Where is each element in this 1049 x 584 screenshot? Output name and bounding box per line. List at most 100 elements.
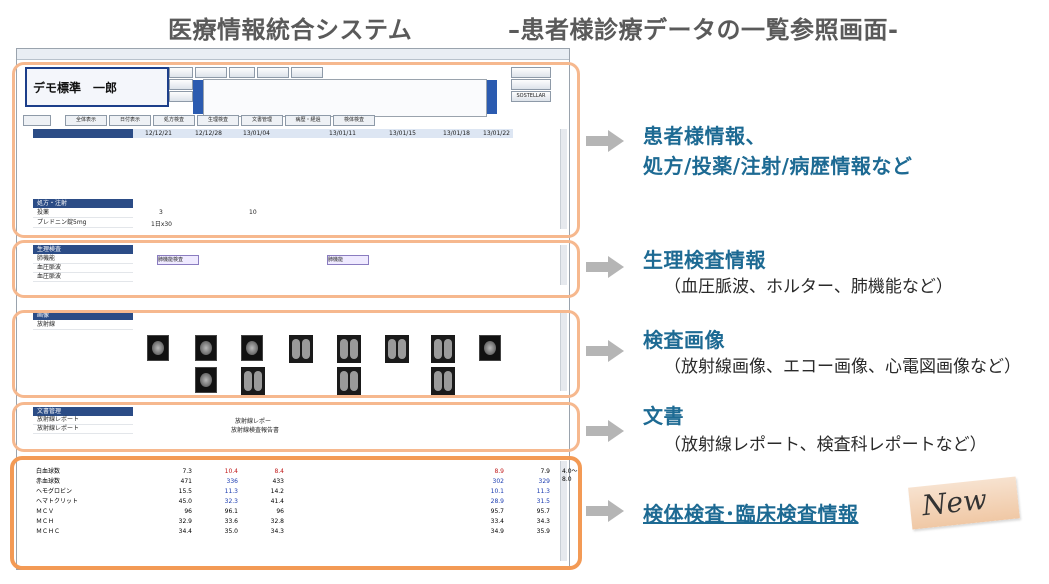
lab-value: 32.8: [270, 518, 284, 525]
new-badge: New: [908, 476, 1020, 530]
lab-value: 45.0: [178, 498, 192, 505]
lab-name: ヘモグロビン: [36, 488, 73, 495]
tab-history[interactable]: 病歴・経過: [285, 115, 331, 126]
doc-item[interactable]: 放射線レポー: [235, 418, 272, 425]
callout-lab-title[interactable]: 検体検査･臨床検査情報: [643, 502, 859, 526]
timeline-overview[interactable]: [203, 79, 487, 117]
timeline-next-arrow[interactable]: [487, 80, 497, 114]
tab-physio[interactable]: 生理検査: [197, 115, 239, 126]
toolbar-button[interactable]: [169, 67, 193, 78]
date-col: 13/01/11: [329, 130, 356, 137]
lab-value: 34.9: [490, 528, 504, 535]
callout-documents-title: 文書: [643, 404, 684, 428]
toolbar-button[interactable]: [511, 79, 551, 90]
rx-value: 3: [159, 209, 163, 216]
documents-header: 文書管理: [33, 407, 133, 416]
toolbar-button[interactable]: [169, 91, 193, 102]
date-col: 13/01/15: [389, 130, 416, 137]
physio-tag[interactable]: 肺機能検査: [157, 255, 199, 265]
xray-thumbnail[interactable]: [337, 335, 361, 363]
arrow-icon: [586, 256, 624, 278]
doc-row[interactable]: 放射線レポート: [33, 416, 133, 425]
xray-thumbnail[interactable]: [385, 335, 409, 363]
tab-date[interactable]: 日付表示: [109, 115, 151, 126]
tab-specimen[interactable]: 検体検査: [333, 115, 375, 126]
image-thumbnail[interactable]: [195, 367, 217, 393]
highlight-images: [12, 310, 580, 398]
tab-rx[interactable]: 処方検査: [153, 115, 195, 126]
doc-row[interactable]: 放射線レポート: [33, 425, 133, 434]
lab-value: 96: [276, 508, 284, 515]
lab-row: ヘマトクリット 45.0 32.3 41.4 28.9 31.5: [32, 498, 552, 506]
patient-name: デモ標準 一郎: [33, 81, 118, 95]
xray-thumbnail[interactable]: [241, 367, 265, 395]
lab-value: 33.6: [224, 518, 238, 525]
lab-value: 33.4: [490, 518, 504, 525]
lab-value: 8.9: [494, 468, 504, 475]
lab-value: 34.4: [178, 528, 192, 535]
system-title: 医療情報統合システム: [168, 16, 413, 44]
lab-ref: 4.0〜8.0: [562, 468, 578, 483]
toolbar-button[interactable]: [229, 67, 255, 78]
image-thumbnail[interactable]: [147, 335, 169, 361]
lab-name: ＭＣＨ: [36, 518, 55, 525]
physio-tag[interactable]: 肺機能: [327, 255, 369, 265]
toolbar-button[interactable]: [169, 79, 193, 90]
sostellar-button[interactable]: SOSTELLAR: [511, 91, 551, 102]
lab-name: ＭＣＶ: [36, 508, 55, 515]
date-col: 13/01/18: [443, 130, 470, 137]
timeline-prev-arrow[interactable]: [193, 80, 203, 114]
tab-all[interactable]: 全体表示: [65, 115, 107, 126]
xray-thumbnail[interactable]: [431, 367, 455, 395]
lab-row: ＭＣＨ 32.9 33.6 32.8 33.4 34.3: [32, 518, 552, 526]
scrollbar[interactable]: [560, 311, 567, 391]
lab-value: 7.9: [540, 468, 550, 475]
lab-value: 35.9: [536, 528, 550, 535]
date-header: 12/12/21 12/12/28 13/01/04 13/01/11 13/0…: [133, 129, 513, 138]
app-titlebar: [17, 49, 569, 60]
lab-name: ヘマトクリット: [36, 498, 79, 505]
highlight-lab: [10, 456, 582, 570]
xray-thumbnail[interactable]: [289, 335, 313, 363]
screen-title: –患者様診療データの一覧参照画面-: [508, 16, 899, 44]
lab-value: 433: [272, 478, 284, 485]
xray-thumbnail[interactable]: [337, 367, 361, 395]
new-badge-label: New: [920, 482, 989, 523]
lab-row: 白血球数 7.3 10.4 8.4 8.9 7.9 4.0〜8.0: [32, 468, 578, 483]
toolbar-button[interactable]: [291, 67, 323, 78]
doc-item[interactable]: 放射線検査報告書: [231, 427, 280, 434]
lab-value: 34.3: [270, 528, 284, 535]
patient-card: デモ標準 一郎: [25, 67, 169, 107]
tab-0[interactable]: [23, 115, 51, 126]
scrollbar[interactable]: [560, 129, 567, 229]
rx-row: 投薬: [33, 209, 133, 218]
scrollbar[interactable]: [560, 461, 567, 561]
lab-value: 95.7: [490, 508, 504, 515]
lab-value: 96: [184, 508, 192, 515]
lab-value: 31.5: [536, 498, 550, 505]
toolbar-button[interactable]: [195, 67, 227, 78]
lab-value: 302: [492, 478, 504, 485]
lab-value: 41.4: [270, 498, 284, 505]
lab-value: 11.3: [224, 488, 238, 495]
toolbar-button[interactable]: [257, 67, 289, 78]
scrollbar[interactable]: [560, 245, 567, 285]
physiology-header: 生理検査: [33, 245, 133, 254]
lab-name: ＭＣＨＣ: [36, 528, 61, 535]
lab-value: 95.7: [536, 508, 550, 515]
toolbar-button[interactable]: [511, 67, 551, 78]
lab-value: 8.4: [274, 468, 284, 475]
physio-row: 血圧脈波: [33, 264, 133, 273]
image-thumbnail[interactable]: [479, 335, 501, 361]
lab-value: 14.2: [270, 488, 284, 495]
tab-docs[interactable]: 文書管理: [241, 115, 283, 126]
lab-value: 336: [226, 478, 238, 485]
rx-row: プレドニン錠5mg: [33, 219, 133, 228]
image-thumbnail[interactable]: [195, 335, 217, 361]
xray-thumbnail[interactable]: [431, 335, 455, 363]
date-col: 13/01/22: [483, 130, 510, 137]
lab-value: 32.9: [178, 518, 192, 525]
app-window: デモ標準 一郎 SOSTELLAR 全体表示 日付表示 処方検査 生理検査 文書…: [16, 48, 570, 570]
image-row: 放射線: [33, 321, 133, 330]
image-thumbnail[interactable]: [241, 335, 263, 361]
